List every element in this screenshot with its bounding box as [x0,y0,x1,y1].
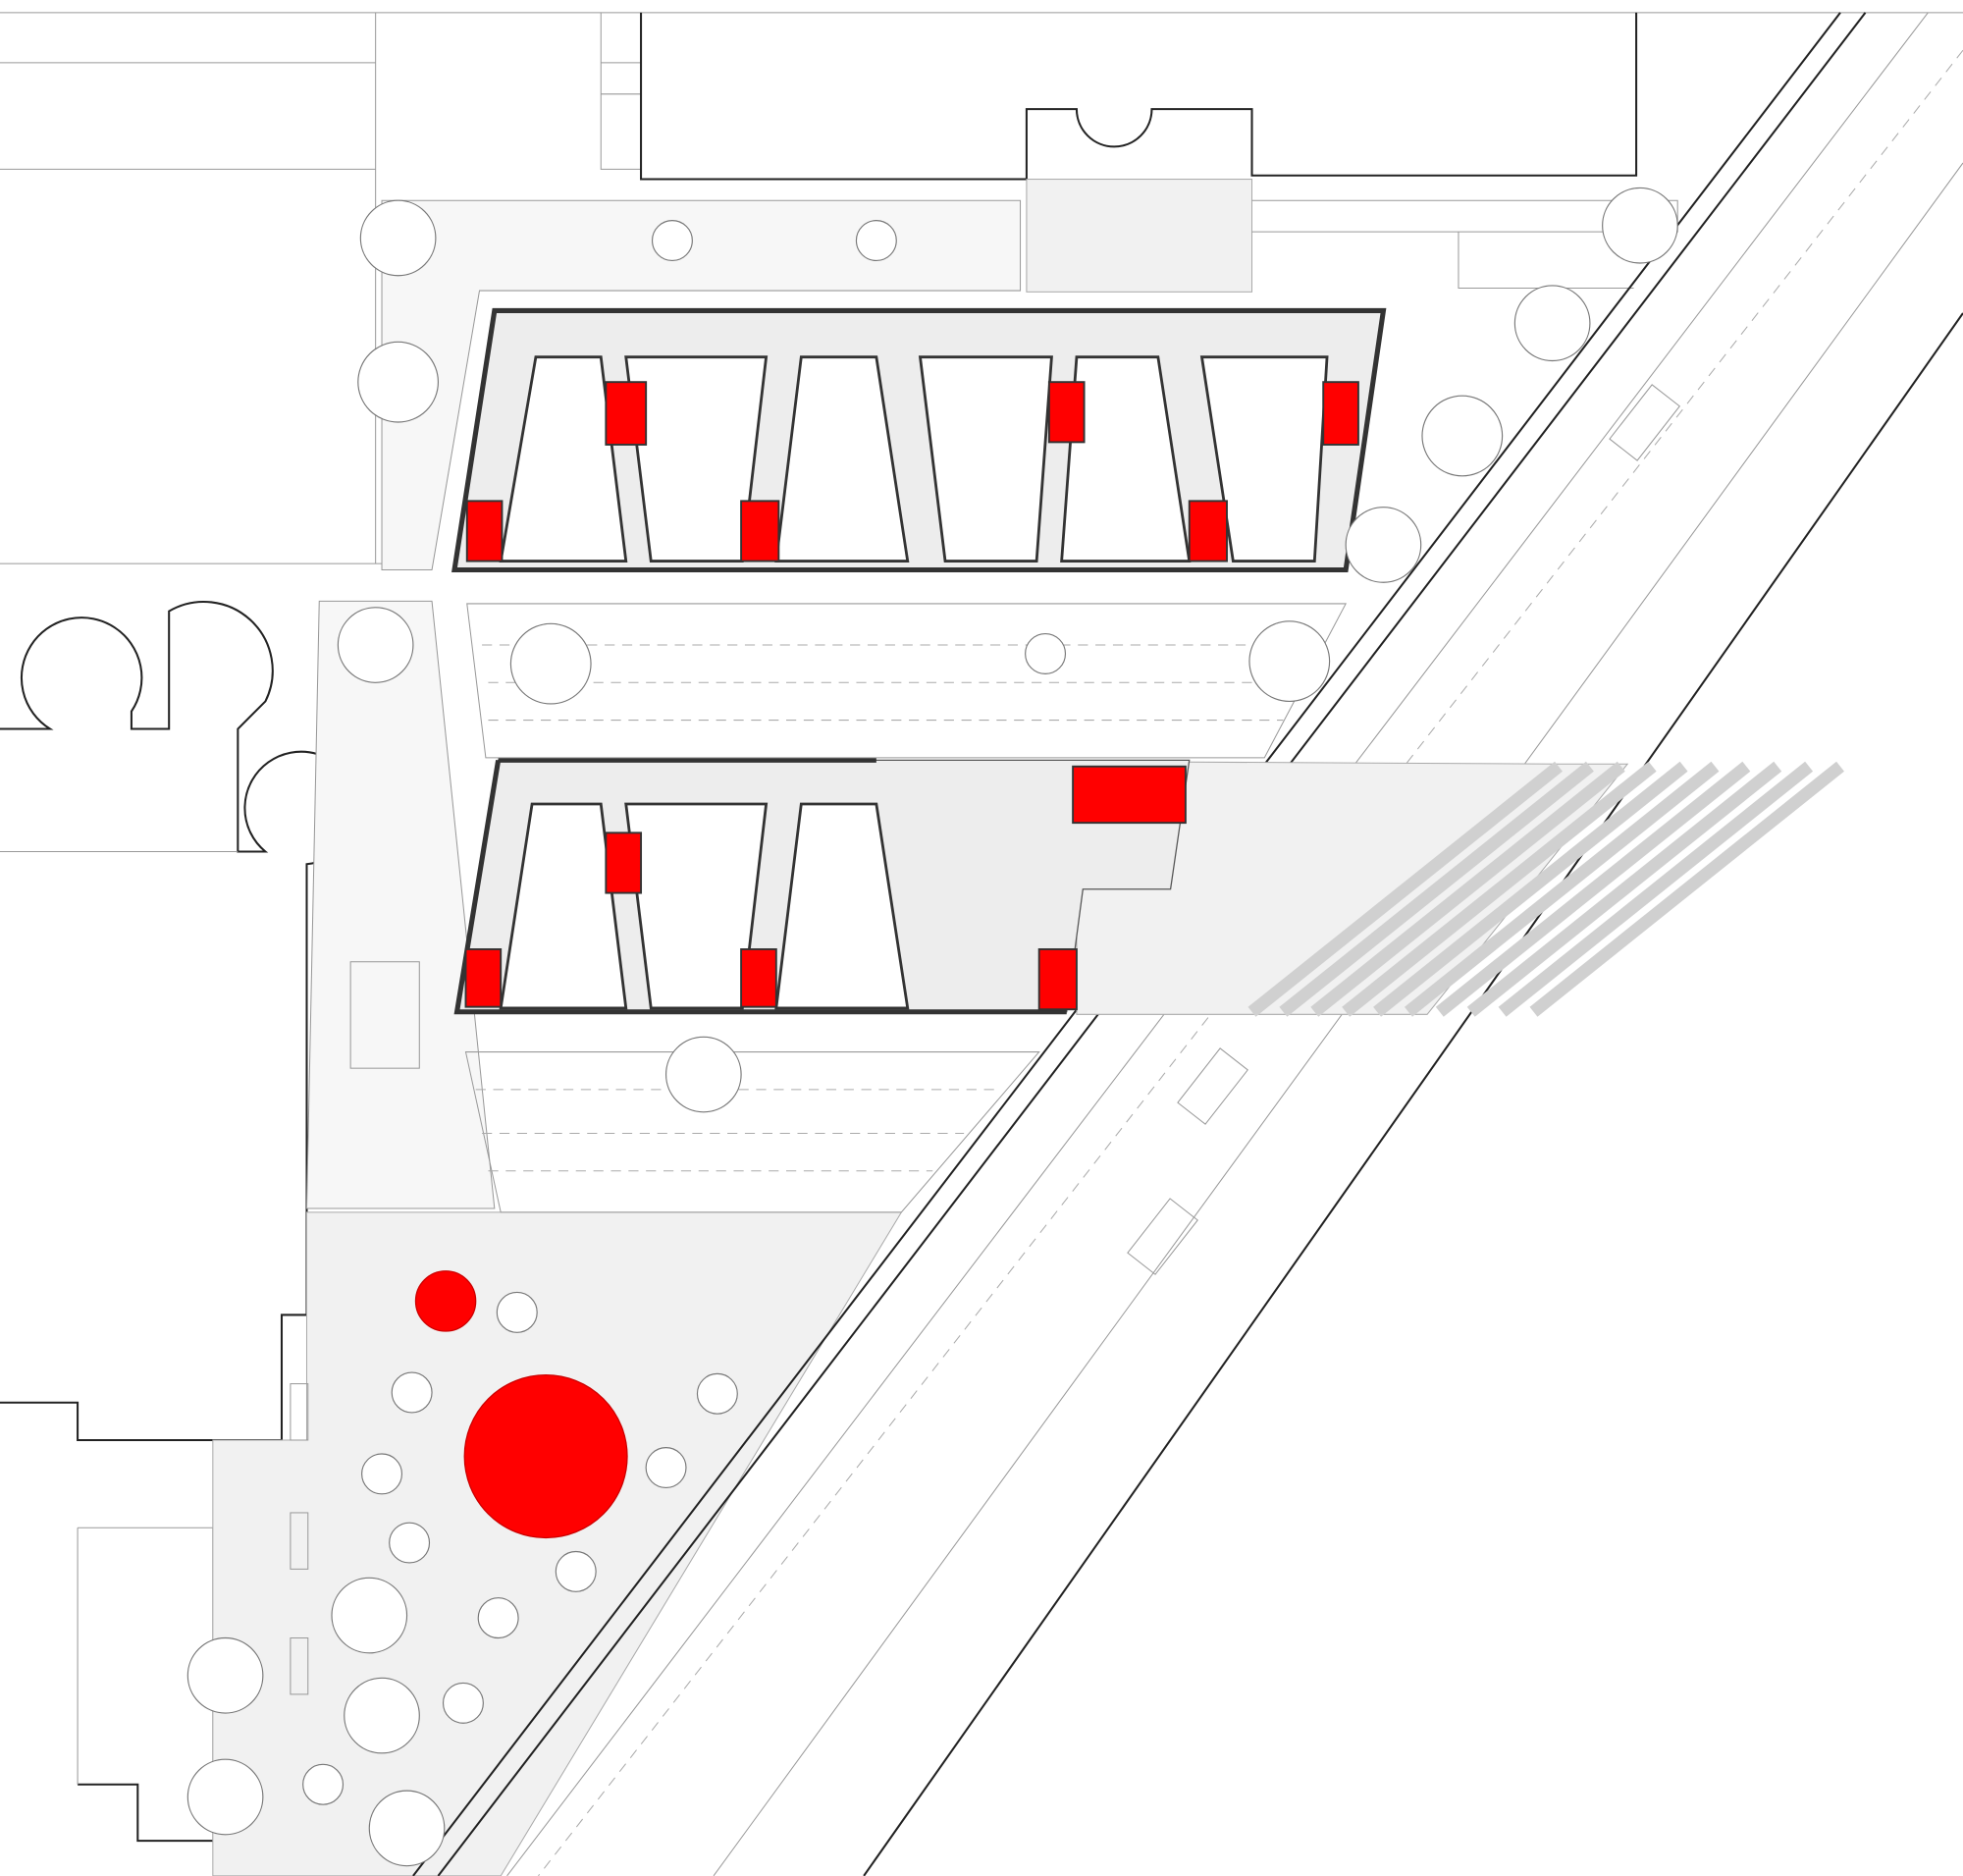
upper-wing-walls [451,307,1387,573]
classroom [774,355,910,563]
left-building-outline [0,601,359,1441]
tree-icon [1421,395,1504,477]
left-lot-lines [0,563,433,1842]
crosswalk-stripe [1310,761,1625,1017]
tree-icon [389,1522,431,1564]
tree-icon [1513,285,1591,362]
classroom [499,802,628,1010]
red-toilet-block [465,500,504,563]
car-icon [1127,1198,1198,1275]
school-building [451,307,1387,1213]
tree-icon [651,220,693,262]
bench-icon [290,1512,309,1570]
red-toilet-block [1188,500,1228,563]
tree-icon [186,1758,264,1836]
lower-porch [464,1051,1040,1213]
tree-icon [186,1636,264,1714]
porch-pattern [475,1089,1002,1172]
lane-line [713,162,1963,1876]
tree-icon [442,1682,484,1724]
tree-icon [331,1577,408,1654]
tree-icon [1025,632,1067,674]
car-icon [1609,384,1681,461]
red-toilet-block [740,948,777,1008]
tree-icon [344,1677,420,1754]
upper-porch [466,603,1348,759]
crosswalk-stripe [1373,761,1688,1017]
tree-icon [477,1597,519,1639]
tree-icon [664,1036,742,1113]
neighbour-lot-lines [0,12,642,564]
red-toilet-block [1047,381,1086,444]
classroom [1199,355,1329,563]
tree-icon [555,1550,597,1592]
red-toilet-block [605,831,643,894]
tree-icon [361,1453,403,1495]
crosswalk-stripe [1498,761,1814,1017]
red-toilet-block [1072,765,1187,825]
playground [290,961,628,1695]
crosswalk-stripe [1404,761,1720,1017]
crosswalk-stripe [1529,761,1844,1017]
red-circular-play-pad [463,1374,628,1539]
tree-icon [645,1447,687,1489]
tree-icon [357,341,440,423]
car-icon [1177,1047,1248,1125]
red-toilet-block [1037,948,1078,1011]
covered-porches [464,603,1348,1213]
top-building-outline [640,12,1638,181]
west-garden [305,600,496,1209]
tree-icon [1248,620,1331,703]
classrooms [499,355,1329,1010]
trees [186,187,1678,1867]
bench-icon [290,1383,309,1441]
top-right-outline [1251,199,1678,290]
tree-icon [509,622,592,705]
crosswalk-stripe [1342,761,1657,1017]
street [412,12,1963,1876]
road-far-edge [863,312,1963,1876]
lower-wing-outer-walls [453,759,1067,1015]
toilet-blocks [464,381,1359,1011]
bench-icon [290,1637,309,1695]
porch-pattern [482,644,1315,722]
tree-icon [359,199,437,277]
crosswalk-stripe [1247,761,1563,1017]
crosswalk-stripe [1466,761,1782,1017]
tree-icon [368,1790,446,1867]
tree-icon [302,1763,345,1805]
crosswalk [1247,761,1844,1017]
tree-icon [391,1371,433,1414]
tree-icon [337,607,414,683]
crosswalk-stripe [1279,761,1594,1017]
parked-cars [1127,384,1681,1275]
classroom [774,802,910,1010]
classroom [499,355,628,563]
tree-icon [1602,187,1678,264]
red-small-play-pad [414,1270,477,1332]
tree-icon [496,1291,538,1333]
classroom [624,802,769,1010]
top-entrance-paving [1026,179,1253,293]
crosswalk-stripe [1435,761,1751,1017]
red-toilet-block [464,948,503,1008]
sandbox [349,961,420,1069]
red-toilet-block [1322,381,1359,446]
tree-icon [1345,507,1422,583]
red-toilet-block [605,381,648,446]
tree-icon [855,220,897,262]
tree-icon [696,1372,738,1415]
north-garden [381,199,1022,571]
classroom [918,355,1053,563]
red-toilet-block [740,500,780,563]
